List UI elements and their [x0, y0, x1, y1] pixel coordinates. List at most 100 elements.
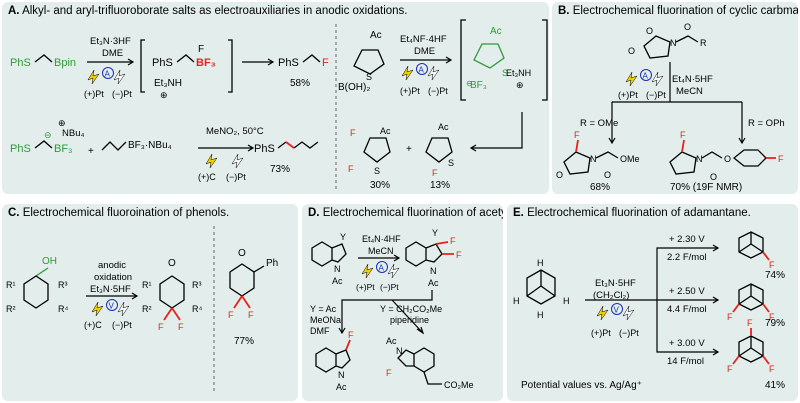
svg-text:A: A	[419, 66, 425, 75]
svg-text:F: F	[727, 364, 733, 374]
svg-text:S: S	[448, 158, 454, 168]
svg-text:(−)Pt: (−)Pt	[380, 282, 399, 292]
svg-text:68%: 68%	[590, 182, 610, 193]
svg-text:F: F	[769, 260, 775, 270]
svg-text:R⁴: R⁴	[58, 304, 68, 314]
svg-text:V: V	[109, 302, 115, 311]
panel-d: D. Electrochemical fluorination of acety…	[302, 204, 503, 401]
svg-text:R³: R³	[58, 280, 68, 290]
svg-text:A: A	[643, 72, 649, 81]
svg-text:O: O	[168, 258, 176, 269]
svg-text:(+)Pt: (+)Pt	[356, 282, 375, 292]
svg-text:F: F	[158, 322, 164, 332]
svg-text:R: R	[700, 38, 707, 48]
svg-text:F: F	[769, 312, 775, 322]
svg-text:O: O	[710, 172, 717, 182]
solvent-text: DME	[102, 48, 123, 59]
svg-text:(+)Pt: (+)Pt	[84, 89, 104, 99]
svg-text:2.2 F/mol: 2.2 F/mol	[667, 252, 707, 263]
svg-text:PhS: PhS	[278, 57, 299, 69]
svg-text:+ 2.50 V: + 2.50 V	[669, 286, 705, 297]
svg-text:F: F	[348, 164, 354, 174]
svg-text:F: F	[178, 322, 184, 332]
svg-text:73%: 73%	[270, 164, 290, 175]
potential-note: Potential values vs. Ag/Ag⁺	[521, 380, 642, 391]
svg-text:BF₃: BF₃	[470, 80, 487, 91]
svg-text:Et₄NF·4HF: Et₄NF·4HF	[400, 34, 447, 45]
svg-text:77%: 77%	[234, 336, 254, 347]
svg-text:41%: 41%	[765, 380, 785, 391]
bpin-label: Bpin	[54, 57, 76, 69]
svg-text:+: +	[406, 144, 412, 155]
svg-text:74%: 74%	[765, 270, 785, 281]
svg-text:F: F	[456, 250, 462, 260]
svg-text:Et₃N·5HF: Et₃N·5HF	[595, 278, 636, 289]
svg-text:F: F	[727, 312, 733, 322]
panel-c-title: C. Electrochemical fluoroination of phen…	[8, 207, 230, 219]
svg-text:30%: 30%	[370, 180, 390, 191]
svg-text:CO₂Me: CO₂Me	[444, 380, 474, 390]
svg-text:R¹: R¹	[6, 280, 16, 290]
svg-text:piperidine: piperidine	[390, 315, 429, 325]
svg-text:F: F	[450, 236, 456, 246]
panel-c-scheme: OH R¹ R³ R² R⁴ anodic oxidation Et₃N·5HF…	[6, 226, 278, 394]
svg-text:(−)Pt: (−)Pt	[112, 89, 132, 99]
svg-text:13%: 13%	[430, 180, 450, 191]
svg-text:O: O	[604, 170, 611, 180]
svg-text:N: N	[590, 154, 597, 164]
panel-d-title: D. Electrochemical fluorination of acety…	[308, 207, 503, 219]
panel-a-scheme: PhS Bpin Et₃N·3HF DME A (+)Pt (−)Pt PhS …	[10, 19, 548, 191]
svg-text:⊕: ⊕	[58, 118, 66, 128]
panel-e: E. Electrochemical fluorination of adama…	[507, 204, 798, 401]
svg-text:F: F	[228, 310, 234, 320]
svg-text:(+)C: (+)C	[84, 320, 102, 330]
svg-text:Ac: Ac	[370, 30, 382, 41]
svg-text:BF₃·NBu₄: BF₃·NBu₄	[128, 140, 172, 151]
svg-text:MeONa: MeONa	[310, 315, 341, 325]
svg-text:B(OH)₂: B(OH)₂	[338, 82, 370, 93]
svg-text:F: F	[386, 368, 392, 378]
svg-text:⊕: ⊕	[516, 80, 524, 90]
svg-text:R¹: R¹	[142, 280, 152, 290]
svg-text:F: F	[769, 364, 775, 374]
svg-text:MeCN: MeCN	[676, 86, 703, 97]
svg-text:N: N	[334, 264, 341, 274]
svg-text:NBu₄: NBu₄	[62, 128, 84, 139]
panel-a-title: A. Alkyl- and aryl-trifluoroborate salts…	[8, 5, 408, 17]
svg-text:OMe: OMe	[620, 154, 640, 164]
panel-e-scheme: H H H H Et₃N·5HF (CH₂Cl₂) V (+)Pt (−)Pt …	[513, 231, 785, 391]
reagent-text: Et₃N·3HF	[90, 36, 131, 47]
svg-text:Ac: Ac	[336, 382, 347, 392]
svg-text:4.4 F/mol: 4.4 F/mol	[667, 304, 707, 315]
svg-text:⊖: ⊖	[466, 79, 473, 88]
svg-text:O: O	[646, 26, 653, 36]
svg-text:(CH₂Cl₂): (CH₂Cl₂)	[593, 290, 629, 301]
svg-text:O: O	[684, 22, 691, 32]
svg-text:Ac: Ac	[386, 336, 397, 346]
svg-text:N: N	[696, 154, 703, 164]
panel-d-scheme: Y N Ac Et₄N·4HF MeCN A (+)Pt (−)Pt Y F F…	[310, 228, 474, 392]
svg-text:F: F	[348, 330, 354, 340]
svg-text:F: F	[778, 154, 784, 164]
svg-text:H: H	[537, 258, 544, 268]
svg-text:BF₃: BF₃	[54, 143, 73, 155]
svg-text:Et₄N·4HF: Et₄N·4HF	[362, 234, 401, 244]
svg-text:(−)Pt: (−)Pt	[428, 86, 448, 96]
svg-text:PhS: PhS	[254, 143, 275, 155]
yield-a1: 58%	[290, 78, 310, 89]
svg-text:Ac: Ac	[428, 278, 439, 288]
electrode-pair: A	[87, 67, 126, 85]
svg-text:V: V	[614, 306, 620, 315]
svg-text:F: F	[248, 310, 254, 320]
svg-text:Ac: Ac	[332, 276, 343, 286]
svg-text:+ 2.30 V: + 2.30 V	[669, 234, 705, 245]
svg-text:Y: Y	[340, 232, 346, 242]
panel-b: B. Electrochemical fluorination of cycli…	[552, 2, 798, 194]
svg-text:H: H	[563, 296, 570, 306]
svg-text:Ac: Ac	[438, 122, 449, 132]
svg-text:A: A	[379, 264, 385, 273]
svg-text:Ac: Ac	[380, 126, 391, 136]
svg-text:anodic: anodic	[98, 260, 126, 271]
svg-text:R²: R²	[142, 304, 152, 314]
svg-text:F: F	[747, 318, 753, 328]
